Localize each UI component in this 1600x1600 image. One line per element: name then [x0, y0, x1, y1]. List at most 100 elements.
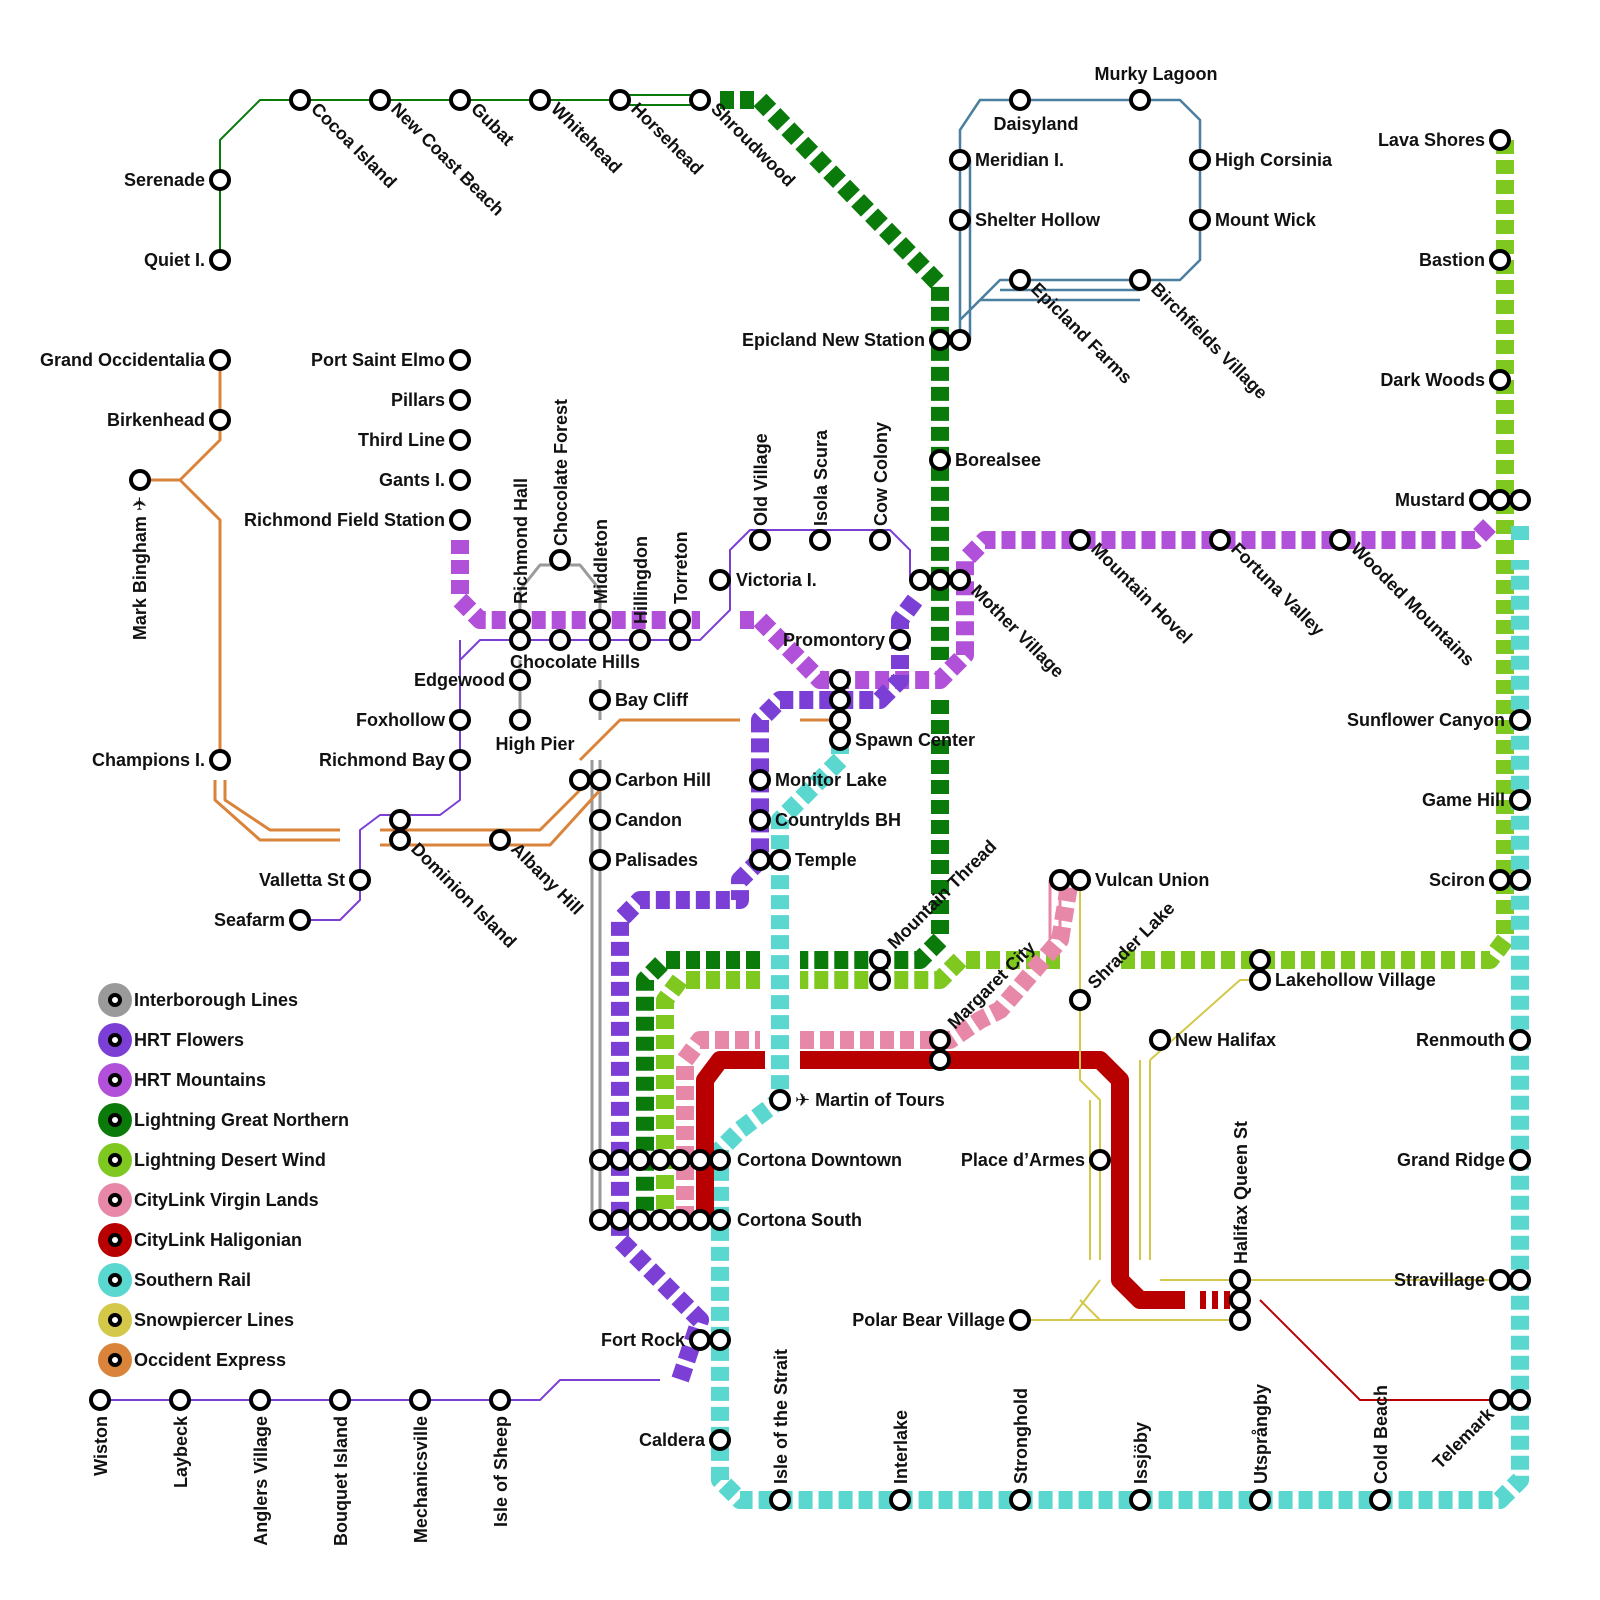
station-marker[interactable] — [549, 549, 571, 571]
station-marker[interactable] — [169, 1389, 191, 1411]
station-marker[interactable] — [89, 1389, 111, 1411]
station-marker[interactable] — [1489, 1269, 1511, 1291]
station-marker[interactable] — [449, 709, 471, 731]
station-marker[interactable] — [1249, 949, 1271, 971]
station-marker[interactable] — [649, 1209, 671, 1231]
station-marker[interactable] — [1509, 869, 1531, 891]
station-marker[interactable] — [589, 1149, 611, 1171]
station-marker[interactable] — [1069, 989, 1091, 1011]
station-marker[interactable] — [1069, 529, 1091, 551]
station-marker[interactable] — [209, 249, 231, 271]
station-marker[interactable] — [449, 349, 471, 371]
station-marker[interactable] — [549, 629, 571, 651]
station-marker[interactable] — [1209, 529, 1231, 551]
station-marker[interactable] — [1509, 789, 1531, 811]
station-marker[interactable] — [1509, 1269, 1531, 1291]
station-marker[interactable] — [1009, 269, 1031, 291]
station-marker[interactable] — [769, 1489, 791, 1511]
station-marker[interactable] — [749, 849, 771, 871]
station-marker[interactable] — [1509, 1389, 1531, 1411]
station-marker[interactable] — [589, 769, 611, 791]
station-marker[interactable] — [869, 969, 891, 991]
station-marker[interactable] — [929, 449, 951, 471]
station-marker[interactable] — [1469, 489, 1491, 511]
station-marker[interactable] — [709, 1329, 731, 1351]
station-marker[interactable] — [749, 809, 771, 831]
station-marker[interactable] — [1489, 129, 1511, 151]
station-marker[interactable] — [289, 89, 311, 111]
station-marker[interactable] — [629, 1149, 651, 1171]
station-marker[interactable] — [1189, 209, 1211, 231]
station-marker[interactable] — [1229, 1309, 1251, 1331]
station-marker[interactable] — [1229, 1289, 1251, 1311]
station-marker[interactable] — [1049, 869, 1071, 891]
station-marker[interactable] — [669, 1209, 691, 1231]
station-marker[interactable] — [1009, 1489, 1031, 1511]
station-marker[interactable] — [209, 409, 231, 431]
station-marker[interactable] — [449, 469, 471, 491]
station-marker[interactable] — [569, 769, 591, 791]
station-marker[interactable] — [509, 609, 531, 631]
station-marker[interactable] — [589, 1209, 611, 1231]
station-marker[interactable] — [669, 1149, 691, 1171]
station-marker[interactable] — [689, 1209, 711, 1231]
station-marker[interactable] — [889, 1489, 911, 1511]
station-marker[interactable] — [209, 749, 231, 771]
station-marker[interactable] — [129, 469, 151, 491]
station-marker[interactable] — [1189, 149, 1211, 171]
station-marker[interactable] — [689, 1329, 711, 1351]
station-marker[interactable] — [869, 949, 891, 971]
station-marker[interactable] — [509, 629, 531, 651]
station-marker[interactable] — [929, 329, 951, 351]
station-marker[interactable] — [829, 689, 851, 711]
station-marker[interactable] — [669, 629, 691, 651]
station-marker[interactable] — [629, 1209, 651, 1231]
station-marker[interactable] — [769, 1089, 791, 1111]
station-marker[interactable] — [329, 1389, 351, 1411]
station-marker[interactable] — [369, 89, 391, 111]
station-marker[interactable] — [349, 869, 371, 891]
station-marker[interactable] — [1089, 1149, 1111, 1171]
station-marker[interactable] — [509, 669, 531, 691]
station-marker[interactable] — [1249, 969, 1271, 991]
station-marker[interactable] — [709, 569, 731, 591]
station-marker[interactable] — [509, 709, 531, 731]
station-marker[interactable] — [689, 89, 711, 111]
station-marker[interactable] — [1489, 489, 1511, 511]
station-marker[interactable] — [929, 1049, 951, 1071]
station-marker[interactable] — [869, 529, 891, 551]
station-marker[interactable] — [829, 709, 851, 731]
station-marker[interactable] — [1329, 529, 1351, 551]
station-marker[interactable] — [769, 849, 791, 871]
station-marker[interactable] — [949, 209, 971, 231]
station-marker[interactable] — [929, 569, 951, 591]
station-marker[interactable] — [749, 529, 771, 551]
station-marker[interactable] — [589, 629, 611, 651]
station-marker[interactable] — [1509, 1029, 1531, 1051]
station-marker[interactable] — [949, 149, 971, 171]
station-marker[interactable] — [949, 569, 971, 591]
station-marker[interactable] — [829, 729, 851, 751]
station-marker[interactable] — [409, 1389, 431, 1411]
station-marker[interactable] — [1129, 269, 1151, 291]
station-marker[interactable] — [589, 609, 611, 631]
station-marker[interactable] — [1509, 709, 1531, 731]
station-marker[interactable] — [649, 1149, 671, 1171]
station-marker[interactable] — [1069, 869, 1091, 891]
station-marker[interactable] — [1489, 869, 1511, 891]
station-marker[interactable] — [609, 89, 631, 111]
station-marker[interactable] — [449, 749, 471, 771]
station-marker[interactable] — [589, 809, 611, 831]
station-marker[interactable] — [389, 829, 411, 851]
station-marker[interactable] — [489, 829, 511, 851]
station-marker[interactable] — [929, 1029, 951, 1051]
station-marker[interactable] — [889, 629, 911, 651]
station-marker[interactable] — [1369, 1489, 1391, 1511]
station-marker[interactable] — [829, 669, 851, 691]
station-marker[interactable] — [1509, 489, 1531, 511]
station-marker[interactable] — [669, 609, 691, 631]
station-marker[interactable] — [589, 689, 611, 711]
station-marker[interactable] — [449, 89, 471, 111]
station-marker[interactable] — [449, 509, 471, 531]
station-marker[interactable] — [209, 349, 231, 371]
